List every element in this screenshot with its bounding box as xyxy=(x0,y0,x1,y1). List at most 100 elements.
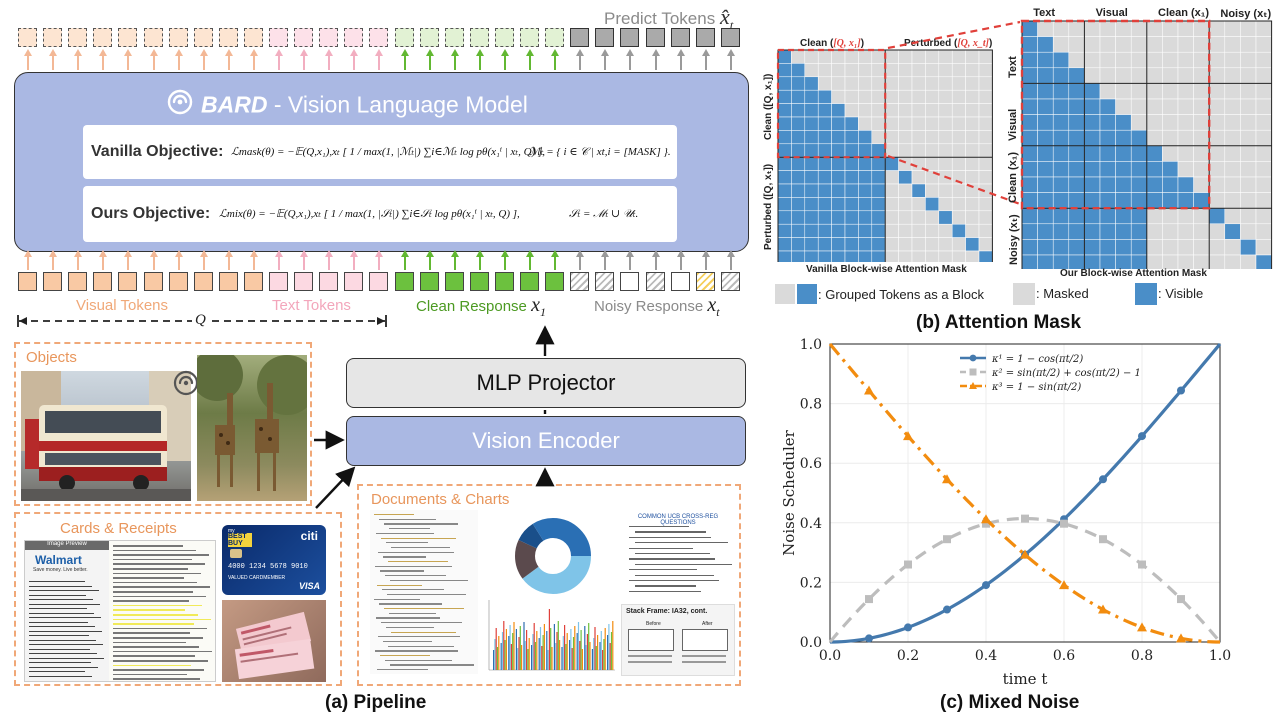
masked-cell xyxy=(1115,20,1132,37)
series-point xyxy=(943,535,951,544)
masked-cell xyxy=(1146,239,1163,256)
input-token-noisy xyxy=(695,272,715,291)
clean-response-label: Clean Response x1 xyxy=(416,294,546,319)
visible-cell xyxy=(1037,223,1054,240)
masked-cell xyxy=(1146,223,1163,240)
visible-cell xyxy=(791,237,806,252)
masked-cell xyxy=(1255,145,1272,162)
vanilla-top-perturbed-label: Perturbed ([Q, x_t]) xyxy=(904,38,993,49)
visible-cell xyxy=(1068,67,1085,84)
masked-cell xyxy=(1177,114,1194,131)
masked-cell xyxy=(1068,51,1085,69)
masked-cell xyxy=(1240,129,1257,147)
input-arrow xyxy=(199,250,208,270)
visible-cell xyxy=(1052,207,1070,225)
visible-cell xyxy=(817,130,832,145)
masked-cell xyxy=(1224,67,1241,84)
ticket-photo-image xyxy=(222,600,326,682)
visible-cell xyxy=(1037,98,1054,115)
masked-cell xyxy=(1115,98,1132,115)
visible-cell xyxy=(1115,114,1132,131)
masked-cell xyxy=(1208,129,1226,147)
series-point xyxy=(1059,580,1069,590)
output-token-visual xyxy=(193,28,213,47)
output-arrow xyxy=(576,49,585,70)
visible-cell xyxy=(1037,239,1054,256)
visible-cell xyxy=(844,183,859,198)
output-arrow xyxy=(375,49,384,70)
masked-cell xyxy=(1193,254,1210,269)
output-token-noisy xyxy=(695,28,715,47)
masked-cell xyxy=(1193,176,1210,193)
input-token-text xyxy=(294,272,314,291)
output-arrow xyxy=(400,49,409,70)
masked-cell xyxy=(1208,192,1226,209)
masked-cell xyxy=(1224,176,1241,193)
visible-cell xyxy=(1037,129,1054,147)
series-point xyxy=(1060,519,1068,528)
masked-cell xyxy=(1240,254,1257,269)
masked-cell xyxy=(1130,98,1148,115)
masked-cell xyxy=(1162,254,1179,269)
masked-cell xyxy=(1240,67,1257,84)
masked-cell xyxy=(1193,223,1210,240)
masked-cell xyxy=(1177,98,1194,115)
visible-cell xyxy=(777,223,792,238)
visible-cell xyxy=(1099,176,1116,193)
input-arrow xyxy=(174,250,183,270)
visual-tokens-label: Visual Tokens xyxy=(76,297,169,314)
masked-cell xyxy=(831,49,846,64)
visible-cell xyxy=(1115,207,1132,225)
visible-cell xyxy=(817,183,832,198)
visible-cell xyxy=(777,197,792,212)
visible-cell xyxy=(1084,98,1101,115)
visible-cell xyxy=(1021,207,1038,225)
input-arrow xyxy=(626,250,635,270)
visible-cell xyxy=(1068,207,1085,225)
visible-cell xyxy=(1037,83,1054,100)
visible-cell xyxy=(871,223,886,238)
output-arrow xyxy=(676,49,685,70)
visible-cell xyxy=(1130,192,1148,209)
visible-cell xyxy=(791,143,806,158)
output-arrow xyxy=(99,49,108,70)
ours-left-label: Visual xyxy=(1007,108,1019,141)
masked-cell xyxy=(1177,239,1194,256)
visible-cell xyxy=(978,250,993,262)
visible-cell xyxy=(1052,145,1070,162)
output-token-clean xyxy=(520,28,539,47)
masked-cell xyxy=(1240,192,1257,209)
model-title: BARD - Vision Language Model xyxy=(165,87,528,123)
output-arrow xyxy=(49,49,58,70)
text-tokens-label: Text Tokens xyxy=(272,297,351,314)
noisy-response-label: Noisy Response xt xyxy=(594,294,720,319)
visible-cell xyxy=(777,130,792,145)
masked-cell xyxy=(1208,83,1226,100)
visible-cell xyxy=(1021,51,1038,69)
visible-cell xyxy=(1037,36,1054,53)
masked-cell xyxy=(1193,207,1210,225)
visible-cell xyxy=(1021,114,1038,131)
masked-cell xyxy=(1146,207,1163,225)
visible-cell xyxy=(817,89,832,104)
masked-cell xyxy=(1130,83,1148,100)
masked-cell xyxy=(1162,129,1179,147)
input-arrow xyxy=(475,250,484,270)
series-point xyxy=(865,634,873,643)
input-token-visual xyxy=(93,272,113,291)
input-token-visual xyxy=(193,272,213,291)
masked-cell xyxy=(1193,20,1210,37)
masked-cell xyxy=(1068,20,1085,37)
visible-cell xyxy=(1130,161,1148,178)
masked-cell xyxy=(844,63,859,78)
visible-cell xyxy=(1021,145,1038,162)
input-token-visual xyxy=(118,272,138,291)
masked-cell xyxy=(1162,145,1179,162)
mlp-projector-label: MLP Projector xyxy=(476,370,616,395)
input-arrow xyxy=(375,250,384,270)
input-arrow xyxy=(249,250,258,270)
masked-cell xyxy=(1084,51,1101,69)
visible-cell xyxy=(1084,192,1101,209)
input-token-noisy xyxy=(720,272,740,291)
visible-cell xyxy=(844,237,859,252)
